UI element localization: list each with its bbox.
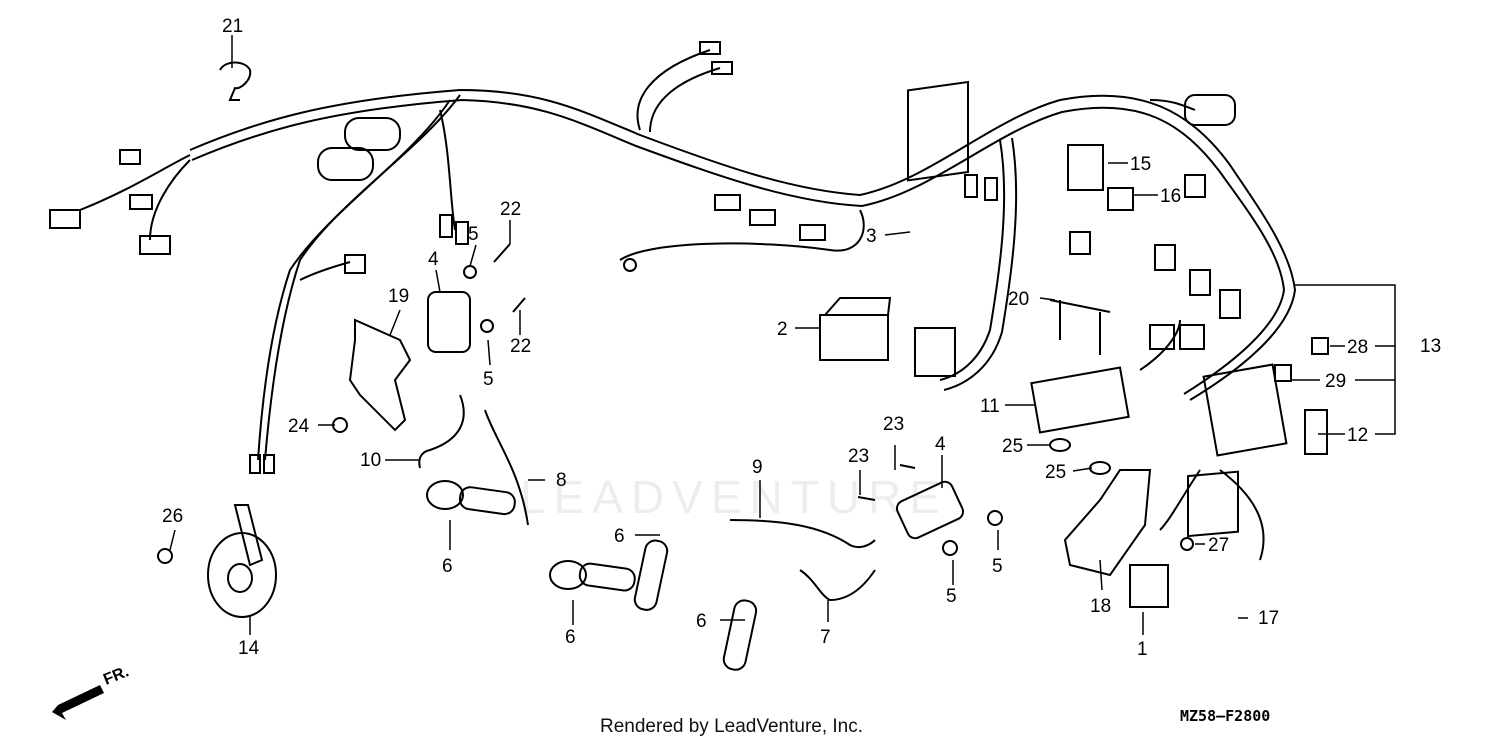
condensers	[317, 117, 401, 181]
callout-4b: 4	[935, 434, 946, 455]
front-direction-arrow: FR.	[52, 663, 131, 720]
callout-5a: 5	[468, 224, 479, 245]
callout-21: 21	[222, 16, 243, 37]
loose-wire	[619, 209, 865, 261]
fuse-holder	[1202, 363, 1328, 457]
connectors	[49, 41, 1241, 474]
callout-5b: 5	[483, 369, 494, 390]
diagram-code: MZ58—F2800	[1180, 707, 1271, 725]
main-harness	[189, 88, 1297, 401]
fr-label: FR.	[101, 663, 131, 688]
socket-1	[1129, 564, 1169, 608]
callout-6d: 6	[696, 611, 707, 632]
watermark: LEADVENTURE	[520, 471, 948, 523]
regulator-rectifier	[1030, 319, 1181, 434]
callout-16: 16	[1160, 186, 1181, 207]
strap-20	[1049, 299, 1111, 355]
callout-7: 7	[820, 627, 831, 648]
fuse-box	[819, 297, 892, 361]
callout-17: 17	[1258, 608, 1279, 629]
callout-26: 26	[162, 506, 183, 527]
callout-5c: 5	[992, 556, 1003, 577]
fuse-28	[1311, 337, 1329, 355]
relay-17	[1187, 470, 1239, 538]
callout-5d: 5	[946, 586, 957, 607]
footer-credit: Rendered by LeadVenture, Inc.	[600, 716, 864, 737]
ignition-coil	[427, 291, 965, 540]
bracket-18	[1063, 469, 1152, 577]
callout-6b: 6	[565, 627, 576, 648]
high-tension-leads	[418, 394, 876, 602]
top-leads	[636, 49, 1196, 133]
callout-10: 10	[360, 450, 381, 471]
callout-12: 12	[1347, 425, 1368, 446]
lower-right-leads	[1159, 469, 1265, 561]
callout-labels: 21 22 5 4 19 22 5 24 10 8 6 6 6 6 9 7 26…	[162, 16, 1441, 660]
callout-22a: 22	[500, 199, 521, 220]
callout-15: 15	[1130, 154, 1151, 175]
resistor-16	[1107, 187, 1134, 211]
fasteners	[157, 243, 1194, 564]
relay-15	[1067, 144, 1104, 191]
callout-18: 18	[1090, 596, 1111, 617]
callout-1: 1	[1137, 639, 1148, 660]
left-branch-wires	[79, 94, 461, 461]
callout-14: 14	[238, 638, 260, 659]
callout-23a: 23	[883, 414, 904, 435]
bracket-19	[348, 318, 412, 432]
callout-9: 9	[752, 457, 763, 478]
callout-8: 8	[556, 470, 567, 491]
callout-28: 28	[1347, 337, 1368, 358]
control-module	[907, 80, 969, 377]
fuse-29	[1274, 364, 1292, 382]
clamp-21	[219, 61, 252, 101]
callout-24: 24	[288, 416, 310, 437]
callout-4a: 4	[428, 249, 439, 270]
callout-2: 2	[777, 319, 788, 340]
leader-lines	[169, 35, 1396, 635]
callout-22b: 22	[510, 336, 531, 357]
callout-6c: 6	[614, 526, 625, 547]
callout-29: 29	[1325, 371, 1346, 392]
callout-25a: 25	[1002, 436, 1023, 457]
spark-plug-caps	[426, 480, 758, 671]
callout-19: 19	[388, 286, 409, 307]
callout-3: 3	[866, 226, 877, 247]
callout-25b: 25	[1045, 462, 1066, 483]
callout-6a: 6	[442, 556, 453, 577]
horn	[207, 504, 277, 618]
callout-13: 13	[1420, 336, 1441, 357]
callout-20: 20	[1008, 289, 1029, 310]
callout-23b: 23	[848, 446, 869, 467]
callout-27: 27	[1208, 535, 1229, 556]
callout-11: 11	[980, 396, 1000, 417]
